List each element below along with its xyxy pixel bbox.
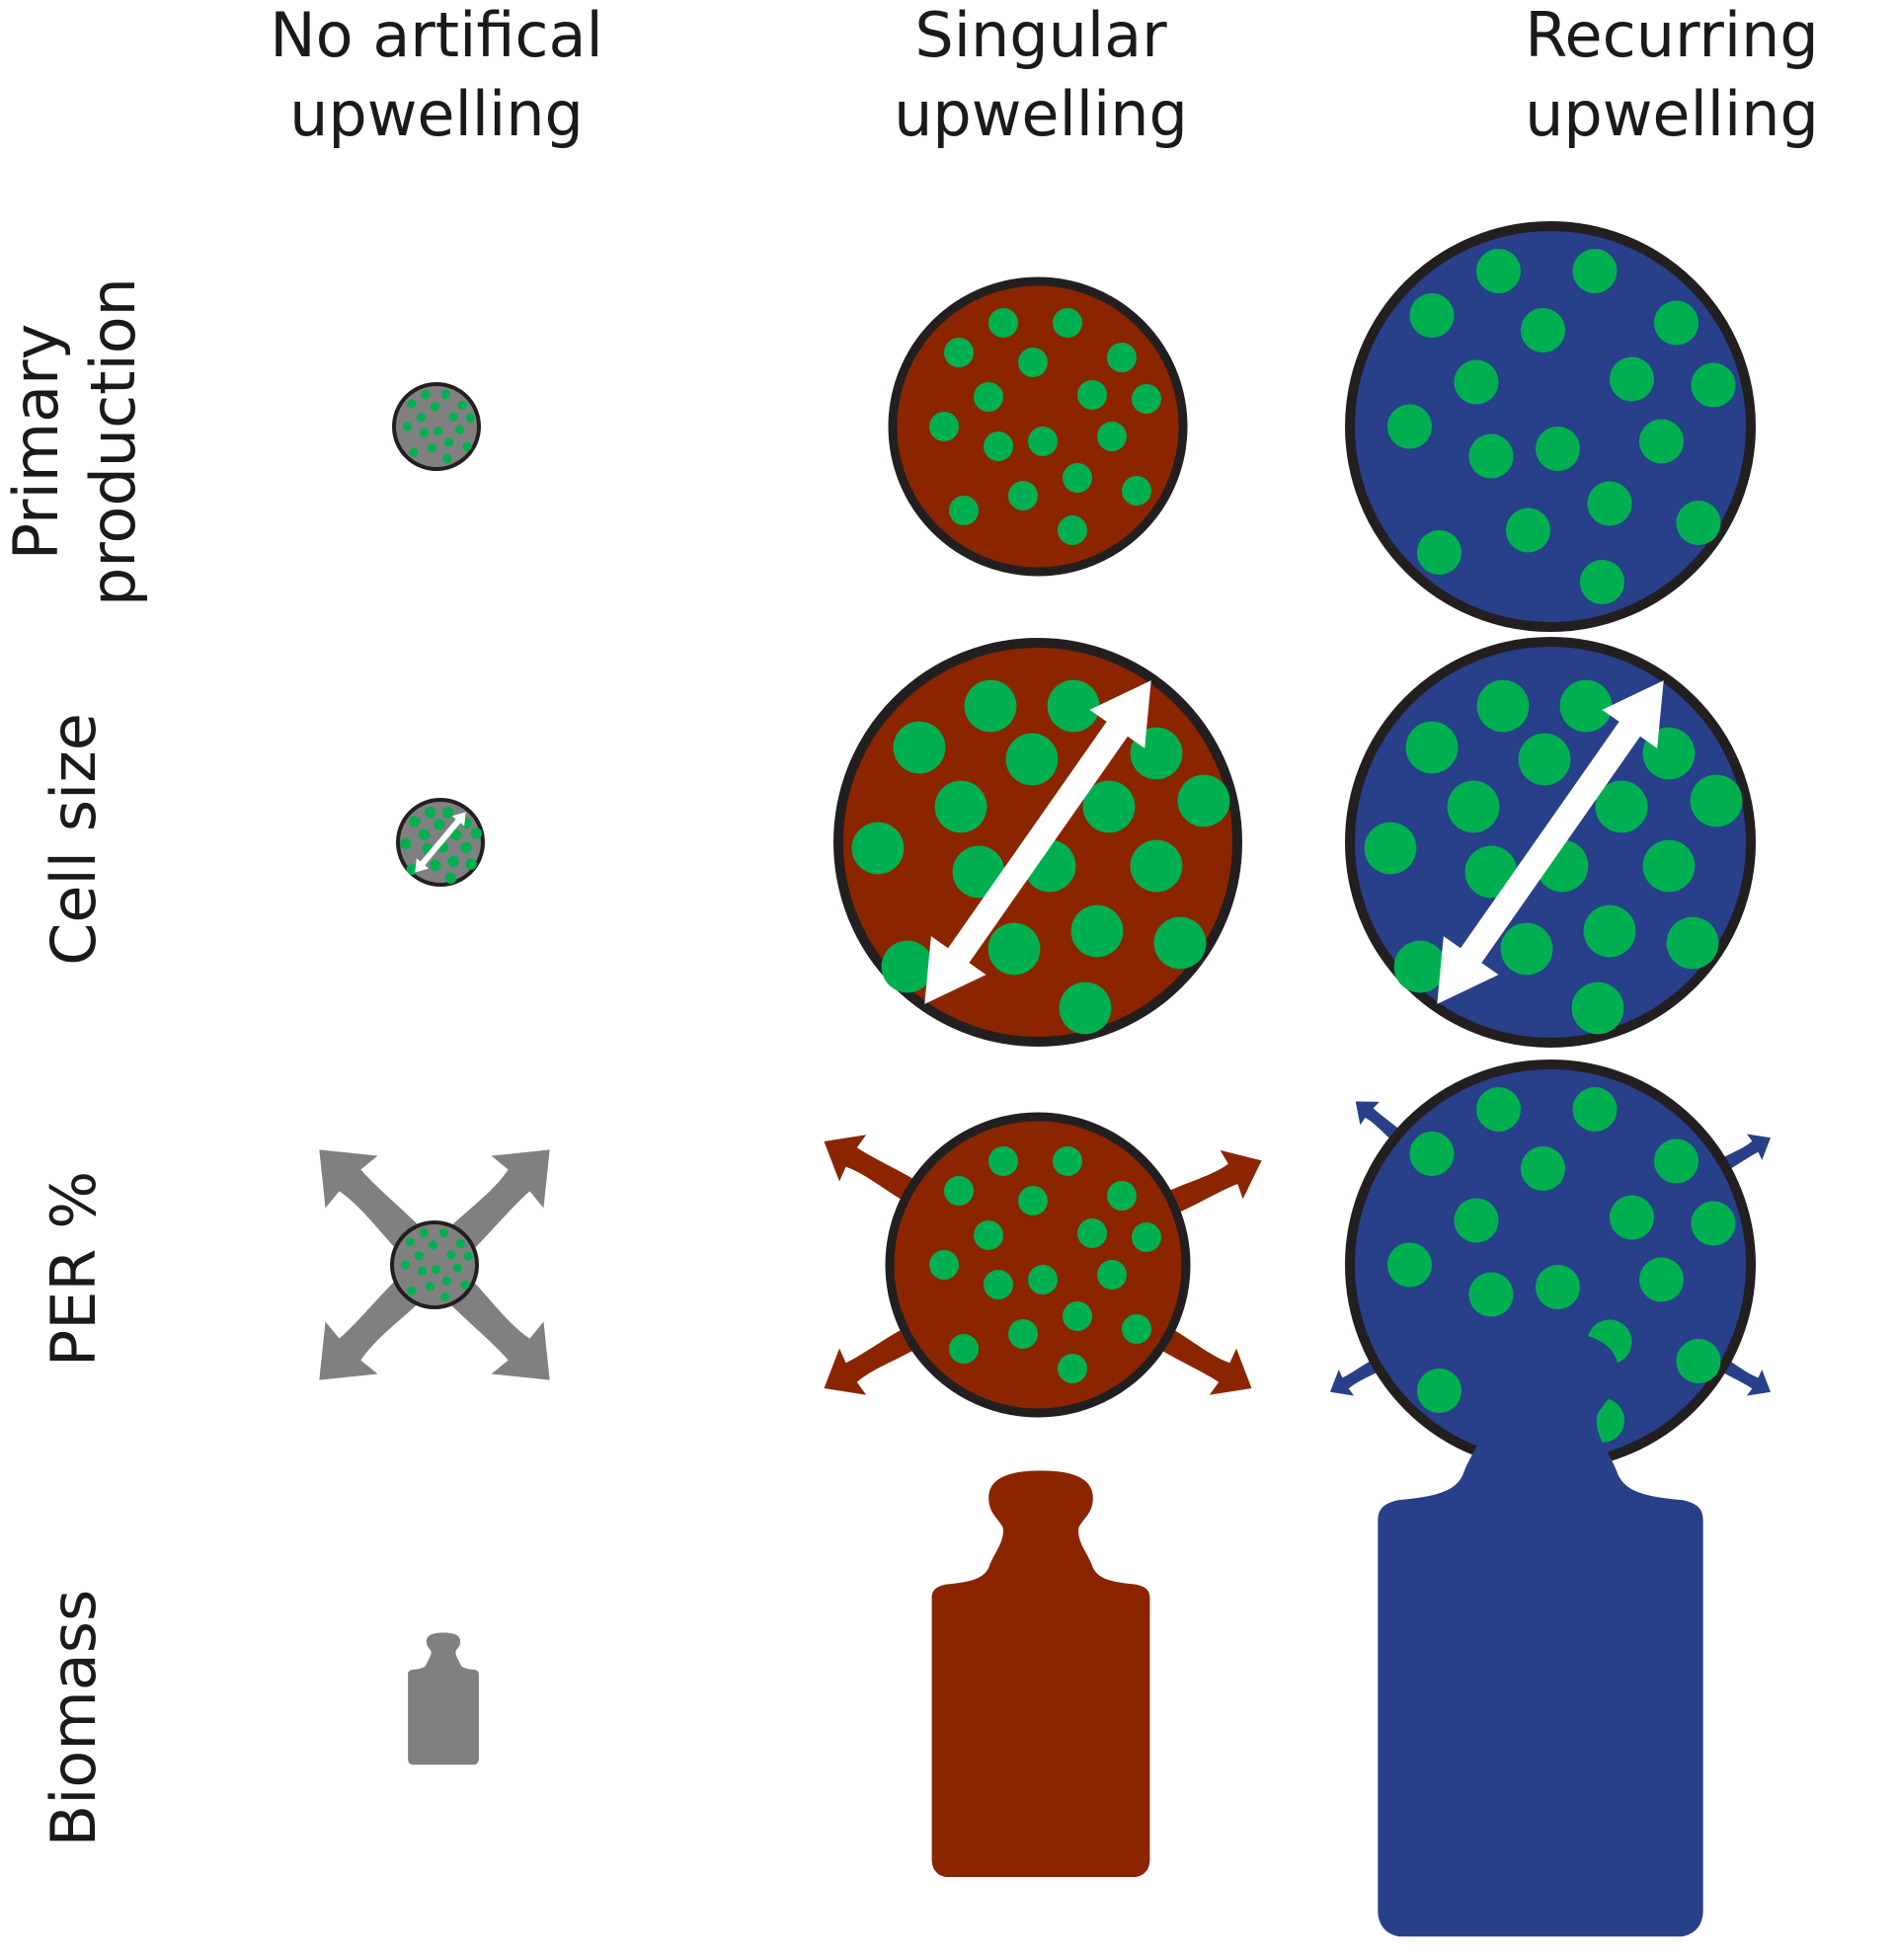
column-header-recurring: Recurring upwelling [1525, 0, 1819, 150]
row-label-primary-production: Primary production [0, 277, 149, 606]
double-arrow-icon [1437, 680, 1664, 1004]
cs-singular-cell [833, 638, 1242, 1047]
pp-recurring-cell [1345, 221, 1756, 632]
cs-no-upwelling-cell [396, 798, 485, 887]
pp-singular-cell [888, 276, 1188, 577]
row-label-biomass: Biomass [38, 1589, 110, 1847]
per-no-upwelling-cell [292, 1123, 577, 1407]
per-singular-cell [810, 1112, 1274, 1418]
double-arrow-icon [924, 680, 1151, 1004]
column-header-singular: Singular upwelling [894, 0, 1188, 150]
row-label-cell-size: Cell size [38, 713, 110, 966]
cs-recurring-cell [1345, 637, 1756, 1048]
double-arrow-icon [415, 812, 466, 873]
pp-no-upwelling-cell [392, 382, 481, 471]
row-label-per: PER % [38, 1170, 110, 1368]
column-header-no-upwelling: No artifical upwelling [270, 0, 603, 150]
